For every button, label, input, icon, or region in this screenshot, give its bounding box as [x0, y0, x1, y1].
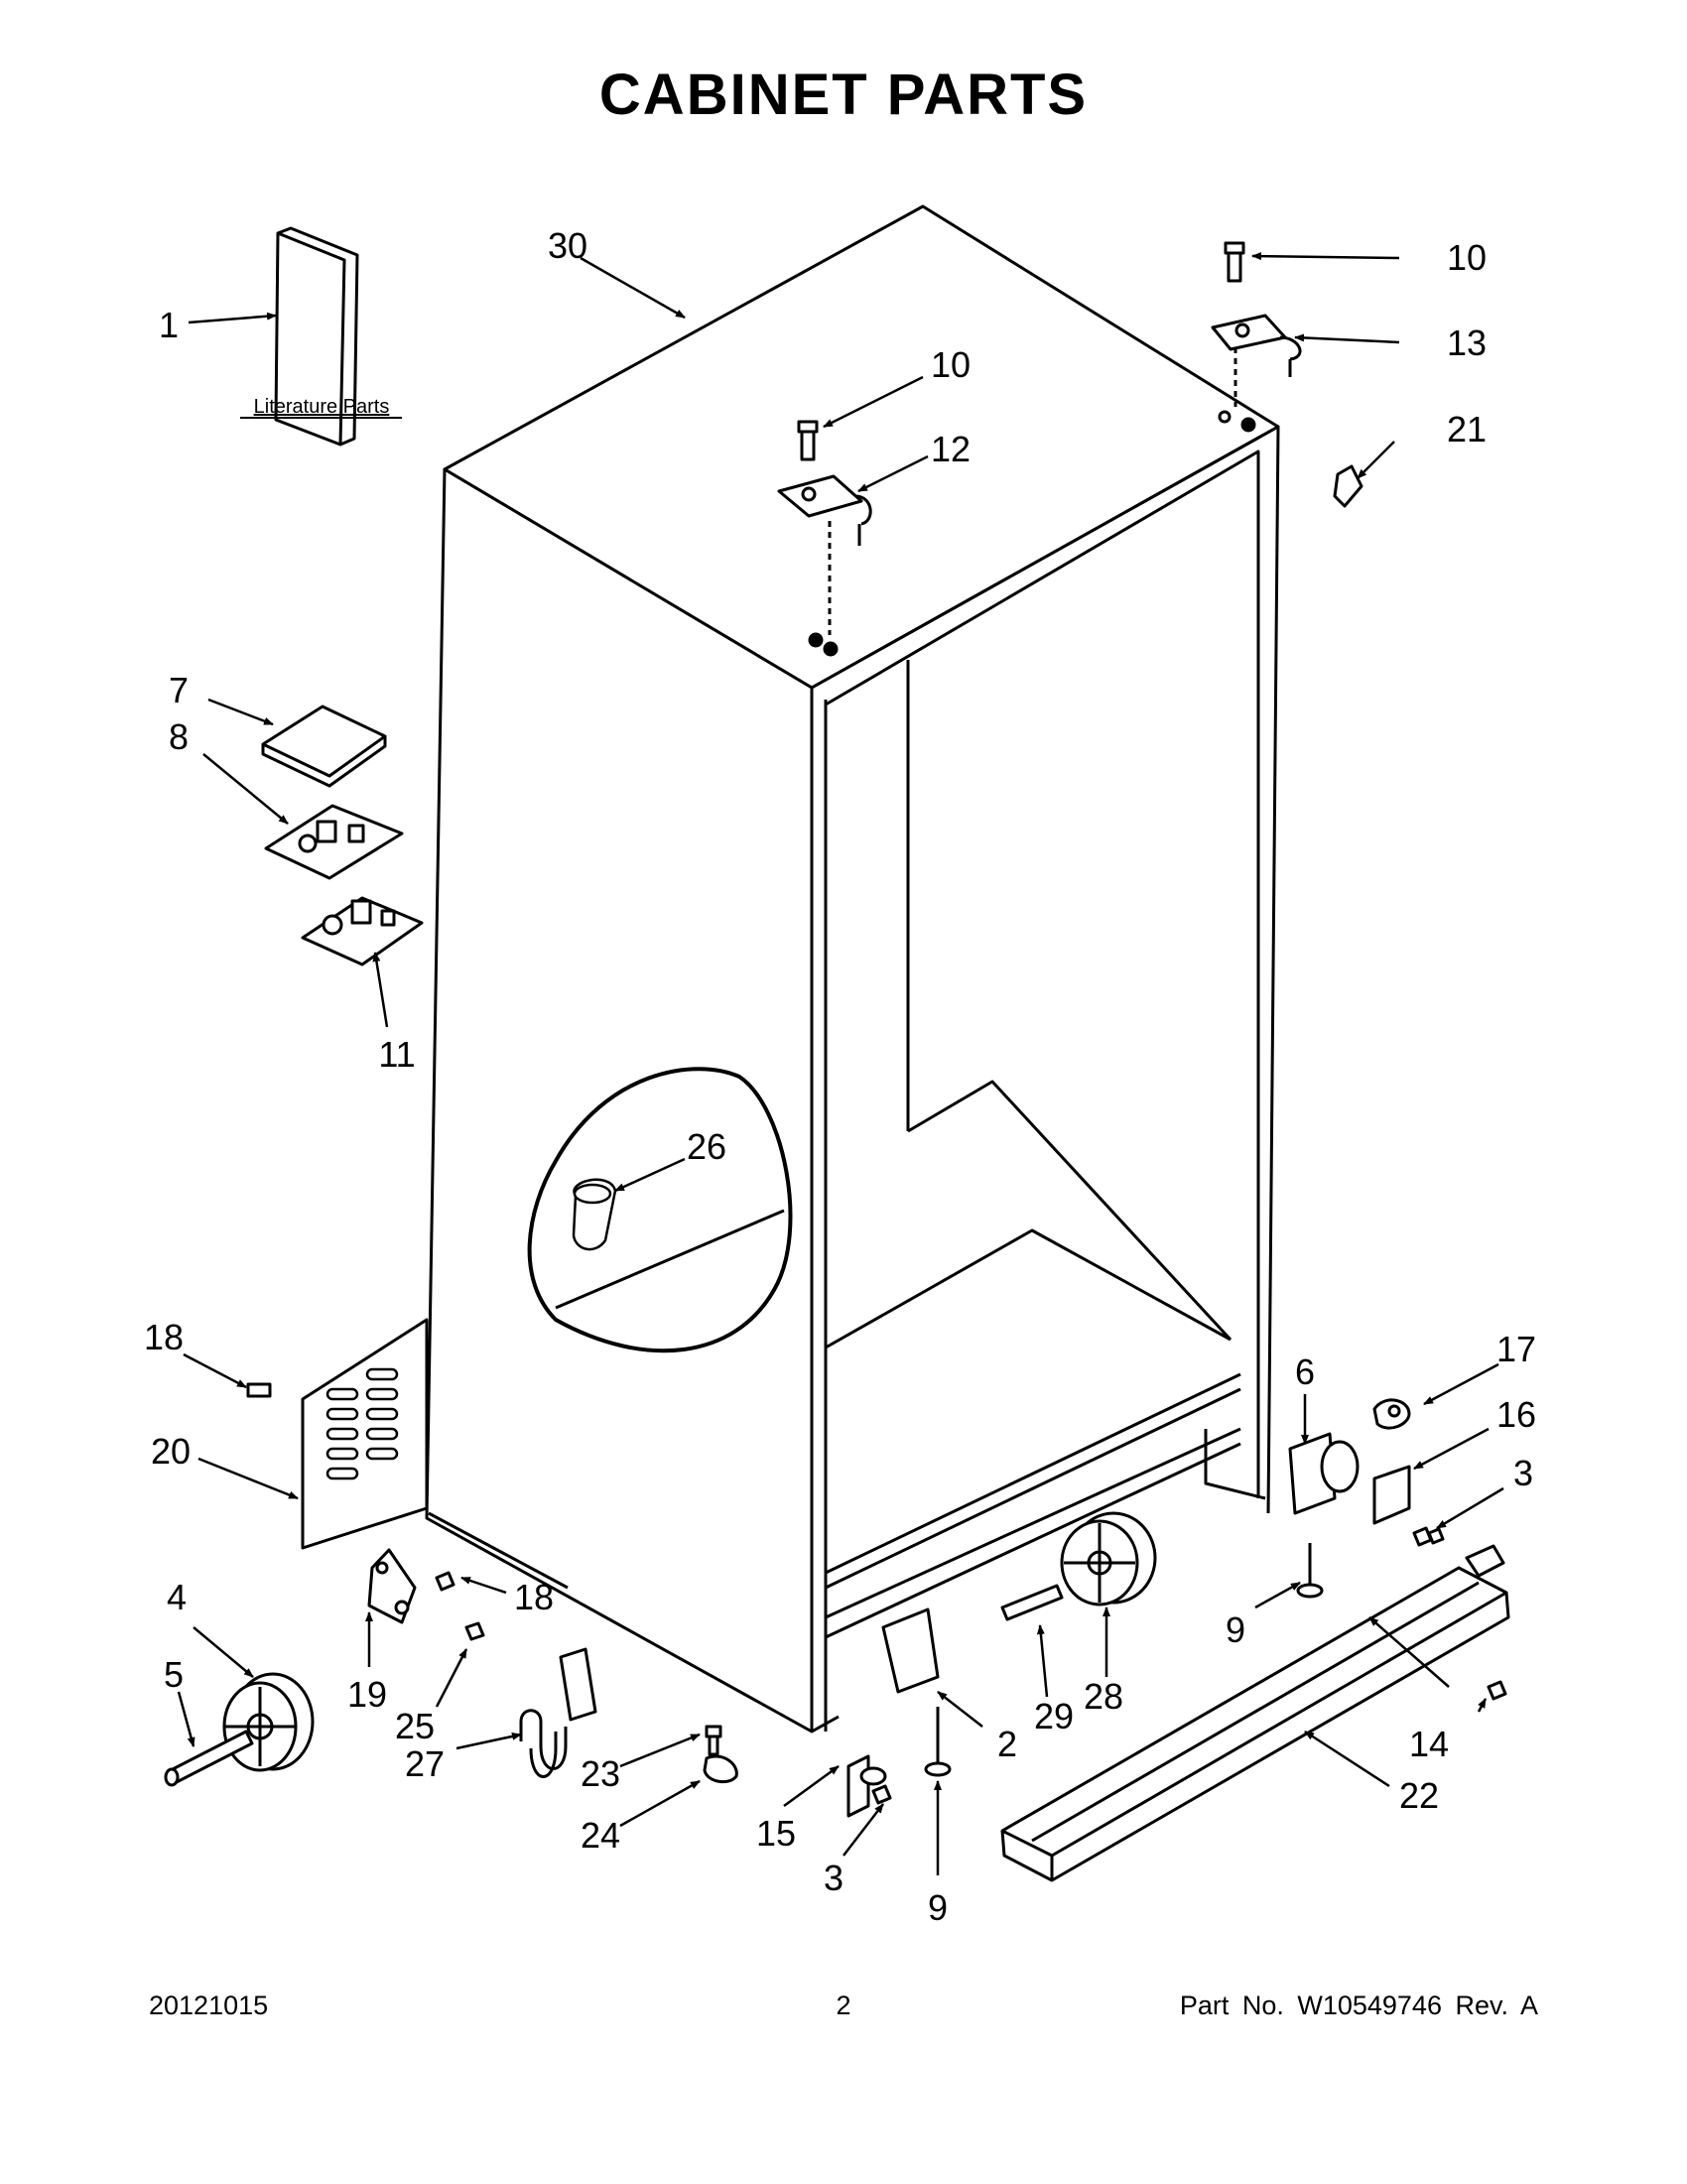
callout-label: 13	[1447, 322, 1487, 363]
power-board-icon	[301, 896, 424, 966]
callout-label: 30	[548, 225, 587, 266]
hinge-pin-right-icon	[1296, 1543, 1324, 1599]
water-valve-icon	[519, 1647, 597, 1778]
lower-hinge-right-icon	[1288, 1398, 1411, 1525]
bracket-19-icon	[367, 1548, 417, 1624]
roller-left-icon	[164, 1672, 315, 1787]
callout-label: 9	[928, 1887, 948, 1928]
callout-label: 23	[581, 1753, 620, 1794]
callout-label: 14	[1409, 1724, 1449, 1764]
top-hinge-left-icon	[777, 420, 872, 657]
callout-label: 22	[1399, 1775, 1439, 1816]
callout-label: 18	[514, 1577, 554, 1617]
callout-label: 21	[1447, 409, 1487, 450]
hinge-pin-left-icon	[924, 1707, 952, 1777]
callout-label: 3	[824, 1858, 844, 1898]
callout-label: 3	[1513, 1453, 1533, 1493]
page-title: CABINET PARTS	[598, 63, 1089, 127]
callout-label: 17	[1496, 1329, 1536, 1369]
callout-label: 29	[1034, 1696, 1074, 1736]
callout-label: 27	[405, 1743, 445, 1784]
callout-label: 24	[581, 1815, 620, 1856]
callout-label: 26	[687, 1126, 726, 1167]
callout-label: 8	[169, 716, 189, 757]
callout-label: 10	[931, 344, 971, 385]
control-cover-icon	[261, 705, 387, 788]
callout-label: 10	[1447, 237, 1487, 278]
callout-label: 20	[151, 1431, 191, 1472]
callout-labels: 1 30 10 10 12 13 21 7 8 11 26 18 20 6 17…	[144, 225, 1536, 1928]
callout-label: 1	[159, 305, 179, 345]
callout-label: 6	[1295, 1351, 1315, 1392]
callout-label: 25	[395, 1706, 435, 1746]
control-board-icon	[264, 804, 404, 880]
callout-label: 16	[1496, 1394, 1536, 1435]
leveler-plate-icon	[703, 1754, 738, 1784]
screw-icons	[435, 1526, 1507, 1805]
callout-label: 9	[1226, 1609, 1245, 1650]
callout-label: 2	[997, 1724, 1017, 1764]
literature-booklet-icon	[274, 226, 359, 447]
callout-label: 7	[169, 670, 189, 710]
lower-hinge-left-icon	[846, 1607, 940, 1818]
callout-label: 12	[931, 429, 971, 469]
callout-label: 5	[164, 1654, 184, 1695]
roller-right-icon	[1000, 1511, 1157, 1621]
callout-label: 18	[144, 1317, 184, 1357]
literature-caption: Literature Parts	[254, 396, 390, 418]
callout-label: 4	[167, 1577, 187, 1617]
callout-label: 11	[378, 1034, 415, 1075]
footer-part-number: Part No. W10549746 Rev. A	[1179, 1991, 1538, 2020]
rear-access-panel-icon	[246, 1318, 429, 1550]
callout-label: 19	[347, 1674, 387, 1715]
base-grille-icon	[1000, 1544, 1510, 1882]
callout-label: 28	[1084, 1676, 1123, 1717]
hinge-shim-icon	[1333, 464, 1363, 508]
cabinet-shell	[425, 204, 1280, 1734]
footer-page-number: 2	[836, 1991, 851, 2020]
leader-lines	[177, 252, 1504, 1875]
footer-date: 20121015	[149, 1991, 269, 2020]
callout-label: 15	[756, 1813, 796, 1854]
top-hinge-right-icon	[1211, 241, 1302, 433]
